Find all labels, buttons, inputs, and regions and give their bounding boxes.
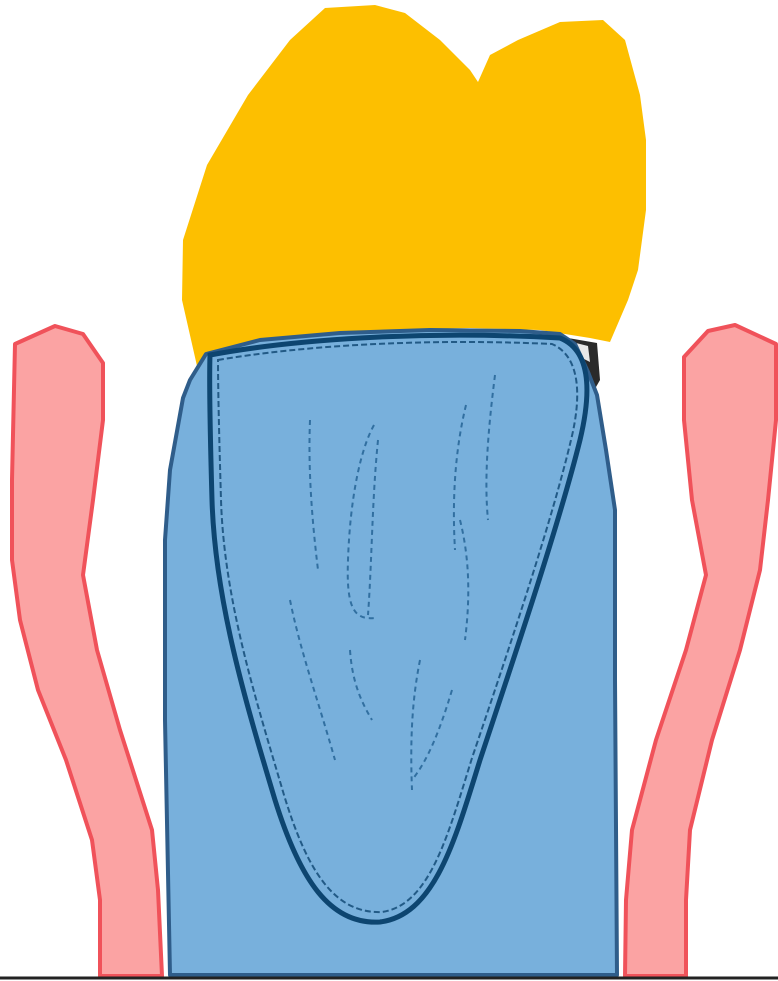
tooth-diagram xyxy=(0,0,778,981)
